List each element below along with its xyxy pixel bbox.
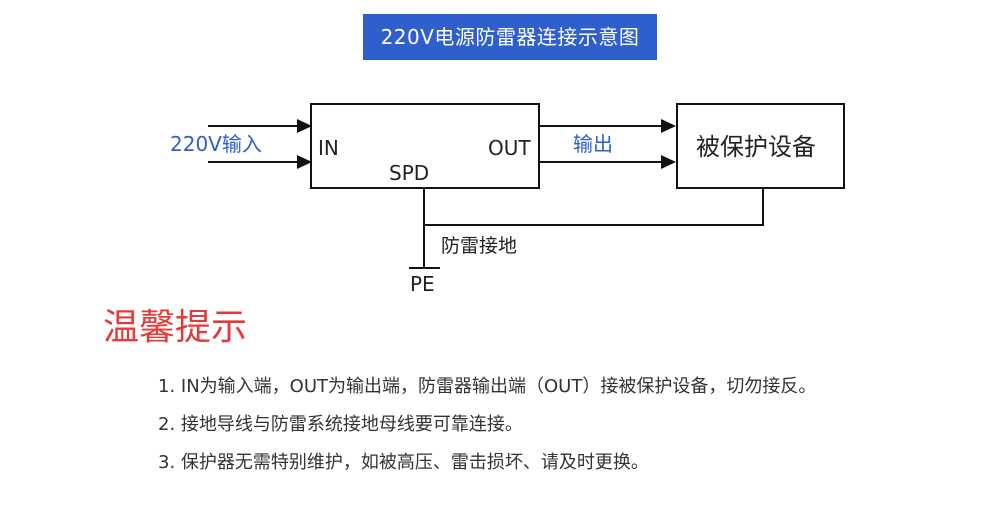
output-arrows (539, 119, 676, 169)
tip-item: 1. IN为输入端，OUT为输出端，防雷器输出端（OUT）接被保护设备，切勿接反… (158, 376, 817, 397)
tips-list: 1. IN为输入端，OUT为输出端，防雷器输出端（OUT）接被保护设备，切勿接反… (158, 368, 816, 482)
pe-label: PE (410, 272, 435, 296)
tip-item: 2. 接地导线与防雷系统接地母线要可靠连接。 (158, 414, 523, 435)
spd-name-label: SPD (389, 161, 430, 185)
spd-in-label: IN (318, 136, 339, 160)
spd-out-label: OUT (488, 136, 531, 160)
device-label: 被保护设备 (696, 133, 816, 161)
tips-heading: 温馨提示 (103, 307, 248, 348)
input-arrows (208, 119, 312, 169)
device-box (676, 103, 845, 189)
output-label: 输出 (573, 132, 613, 156)
tip-item: 3. 保护器无需特别维护，如被高压、雷击损坏、请及时更换。 (158, 452, 649, 473)
diagram-title: 220V电源防雷器连接示意图 (363, 14, 657, 60)
ground-label: 防雷接地 (441, 235, 518, 257)
input-label: 220V输入 (170, 132, 262, 156)
ground-wiring (409, 188, 764, 269)
